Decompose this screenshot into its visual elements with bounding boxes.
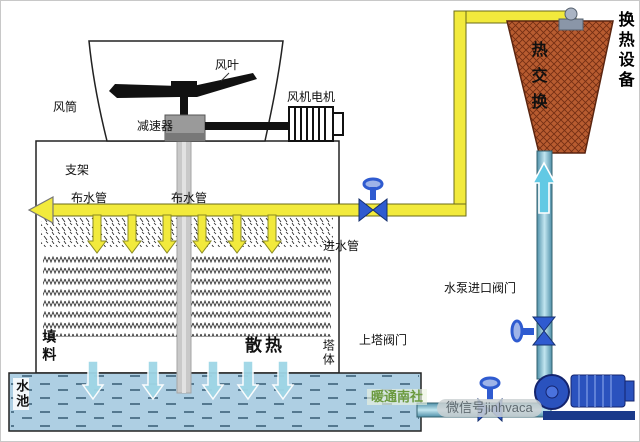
fan-duct-label: 风筒 (53, 100, 78, 114)
fan-blade-label: 风叶 (215, 58, 240, 72)
heat-exchanger (506, 20, 614, 154)
reducer-label: 减速器 (137, 119, 174, 133)
riser-valve (510, 316, 557, 346)
fan-hub (171, 81, 197, 97)
fan-motor-label: 风机电机 (287, 90, 336, 104)
support-label: 支架 (65, 163, 90, 177)
water-pump (534, 374, 635, 420)
pump-inlet-valve-label: 水泵进口阀门 (444, 281, 517, 295)
inlet-pipe-valve (358, 177, 388, 223)
pool-down-arrows (81, 360, 295, 401)
pool-label: 水池 (13, 378, 30, 410)
fan-assembly (109, 72, 257, 119)
hot-water-arrow-left (27, 195, 54, 225)
fan-blade-left (109, 84, 179, 98)
inlet-pipe-label: 进水管 (323, 239, 360, 253)
drive-shaft (176, 140, 192, 394)
dist-pipe-right-label: 布水管 (171, 191, 208, 205)
heat-dissipation-label: 散热 (245, 336, 285, 355)
upper-tower-valve-label: 上塔阀门 (359, 333, 408, 347)
exchanger-top-valve (558, 7, 584, 31)
watermark-wechat: 微信号jinhvaca (437, 399, 542, 418)
reducer-gearbox (164, 114, 206, 142)
fan-blade-right (193, 73, 257, 97)
fan-motor-drawing (205, 106, 344, 142)
dist-pipe-left-label: 布水管 (71, 191, 108, 205)
flow-up-arrow (531, 161, 557, 214)
heat-exchange-label: 热交换 (528, 41, 546, 119)
heat-exchange-equipment-label: 换热设备 (615, 11, 633, 91)
watermark-brand: 暖通南社 (367, 389, 428, 406)
fill-label: 填料 (41, 329, 58, 365)
spray-down-arrows (87, 214, 282, 254)
tower-body-label: 塔体 (321, 339, 336, 367)
